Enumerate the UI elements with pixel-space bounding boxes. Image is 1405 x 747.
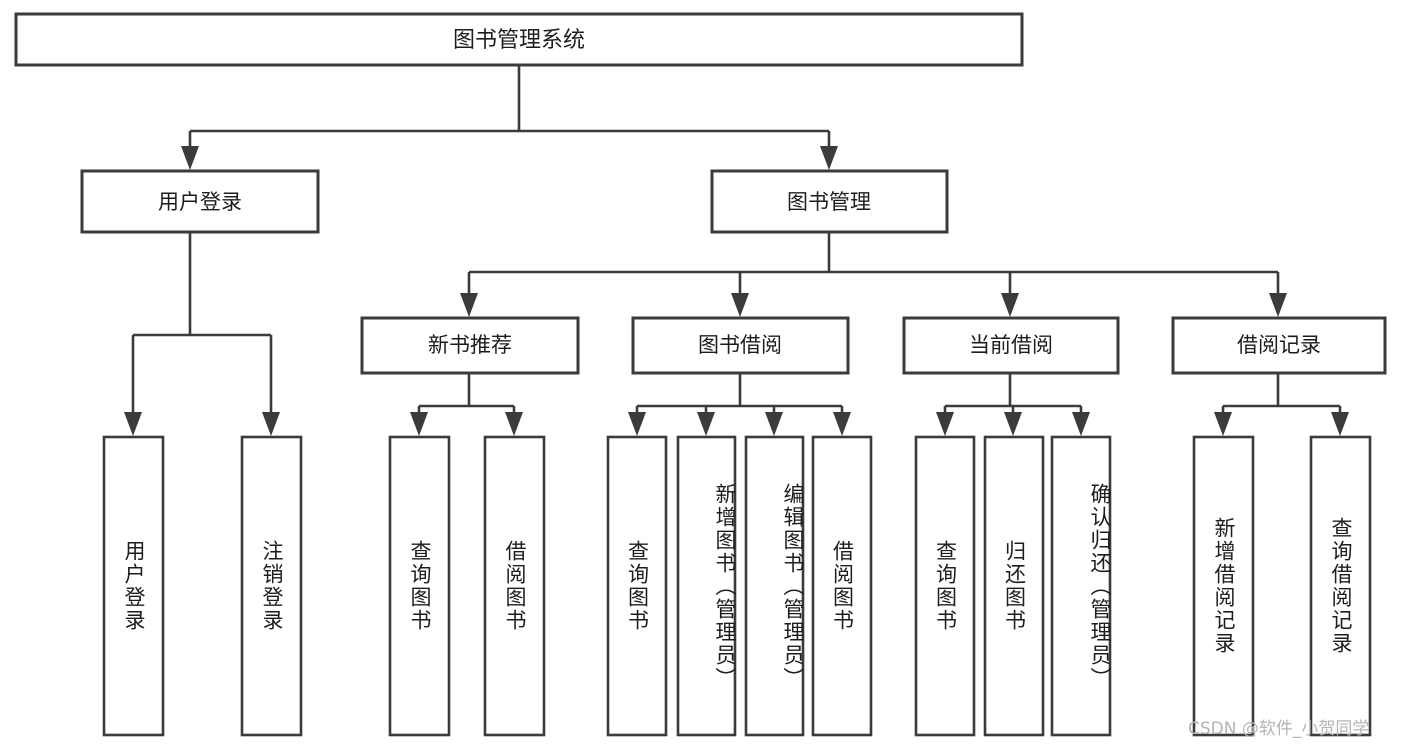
node-user-login[interactable]: 用户登录 xyxy=(80,169,320,234)
leaf-box-add-borrow-record[interactable] xyxy=(1192,435,1255,737)
leaf-box-query-borrow-record[interactable] xyxy=(1309,435,1372,737)
csdn-watermark: CSDN @软件_小贺同学 xyxy=(1188,719,1370,739)
arrowhead-current-borrow xyxy=(1001,293,1019,317)
leaf-box-edit-book-admin[interactable] xyxy=(744,435,805,737)
leaf-box-logout[interactable] xyxy=(240,435,303,737)
node-root-label: 图书管理系统 xyxy=(453,28,585,53)
leaf-box-user-login[interactable] xyxy=(102,435,165,737)
arrowhead-book-borrow xyxy=(731,293,749,317)
arrowhead-leaf-confirm-return-admin xyxy=(1072,412,1090,436)
node-book-mgmt-label: 图书管理 xyxy=(787,190,871,214)
arrowhead-leaf-add-borrow-record xyxy=(1214,412,1232,436)
node-book-mgmt[interactable]: 图书管理 xyxy=(710,169,949,234)
arrowhead-leaf-borrow-book-1 xyxy=(505,412,523,436)
node-book-borrow-box[interactable] xyxy=(631,316,850,375)
connector-group-borrow-record xyxy=(1214,374,1349,436)
node-root-box[interactable] xyxy=(14,12,1024,67)
arrowhead-book-mgmt xyxy=(820,146,838,170)
leaf-box-add-book-admin[interactable] xyxy=(676,435,737,737)
leaf-box-confirm-return-admin[interactable] xyxy=(1050,435,1112,737)
leaf-box-query-book-2[interactable] xyxy=(606,435,668,737)
arrowhead-leaf-return-book xyxy=(1004,412,1022,436)
node-borrow-record-label: 借阅记录 xyxy=(1237,333,1321,357)
node-user-login-box[interactable] xyxy=(80,169,320,234)
node-current-borrow[interactable]: 当前借阅 xyxy=(902,316,1120,375)
leaf-box-borrow-book-1[interactable] xyxy=(483,435,546,737)
arrowhead-leaf-query-book-2 xyxy=(628,412,646,436)
arrowhead-leaf-query-book-1 xyxy=(410,412,428,436)
arrowhead-leaf-query-borrow-record xyxy=(1331,412,1349,436)
arrowhead-borrow-record xyxy=(1269,293,1287,317)
arrowhead-leaf-logout xyxy=(262,412,280,436)
node-book-borrow[interactable]: 图书借阅 xyxy=(631,316,850,375)
node-new-book-rec[interactable]: 新书推荐 xyxy=(360,316,580,375)
arrowhead-new-book-rec xyxy=(460,293,478,317)
connector-group-root xyxy=(181,66,838,170)
node-borrow-record-box[interactable] xyxy=(1171,316,1387,375)
node-book-mgmt-box[interactable] xyxy=(710,169,949,234)
node-current-borrow-box[interactable] xyxy=(902,316,1120,375)
connector-group-current-borrow xyxy=(936,374,1090,436)
leaf-box-query-book-3[interactable] xyxy=(914,435,976,737)
leaf-box-query-book-1[interactable] xyxy=(388,435,451,737)
leaf-box-return-book[interactable] xyxy=(983,435,1045,737)
connector-group-book-mgmt xyxy=(460,233,1287,317)
arrowhead-leaf-query-book-3 xyxy=(936,412,954,436)
node-user-login-label: 用户登录 xyxy=(158,190,242,214)
leaf-box-borrow-book-2[interactable] xyxy=(811,435,873,737)
arrowhead-leaf-borrow-book-2 xyxy=(833,412,851,436)
node-new-book-rec-label: 新书推荐 xyxy=(428,333,512,357)
connector-group-book-borrow xyxy=(628,374,851,436)
node-book-borrow-label: 图书借阅 xyxy=(698,333,782,357)
node-root[interactable]: 图书管理系统 xyxy=(14,12,1024,67)
connector-group-new-book-rec xyxy=(410,374,523,436)
node-borrow-record[interactable]: 借阅记录 xyxy=(1171,316,1387,375)
connector-group-user-login xyxy=(124,233,280,436)
arrowhead-user-login xyxy=(181,146,199,170)
arrowhead-leaf-user-login xyxy=(124,412,142,436)
arrowhead-leaf-add-book-admin xyxy=(697,412,715,436)
node-new-book-rec-box[interactable] xyxy=(360,316,580,375)
node-current-borrow-label: 当前借阅 xyxy=(969,333,1053,357)
arrowhead-leaf-edit-book-admin xyxy=(765,412,783,436)
